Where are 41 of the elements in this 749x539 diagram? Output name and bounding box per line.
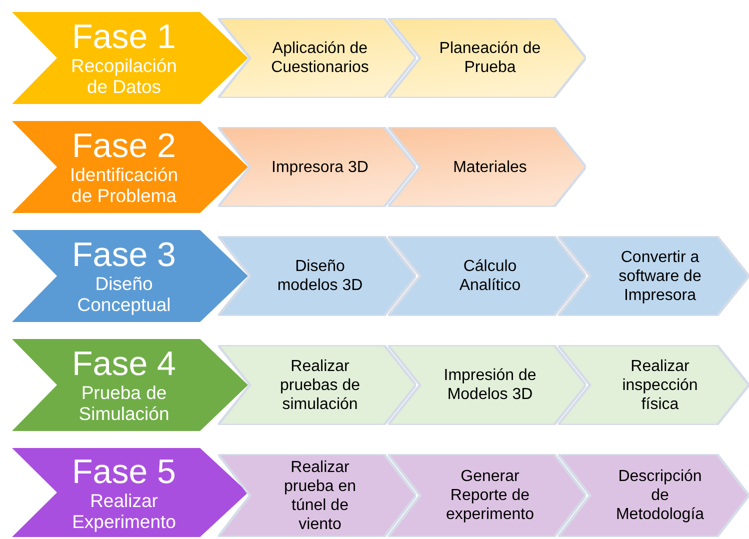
process-step (388, 345, 586, 425)
process-step (388, 18, 586, 98)
phase-banner (12, 230, 248, 322)
step-label: Cálculo Analítico (458, 257, 522, 295)
process-step (218, 236, 416, 316)
process-step (558, 454, 749, 537)
phase-number: Fase 3 (72, 237, 176, 273)
step-label: Diseño modelos 3D (276, 257, 364, 295)
step-label: Realizar prueba en túnel de viento (282, 458, 358, 534)
phase-number: Fase 5 (72, 454, 176, 490)
phase-banner (12, 121, 248, 213)
step-label: Planeación de Prueba (439, 39, 541, 77)
process-step (218, 454, 416, 537)
process-step (388, 454, 586, 537)
process-step (388, 127, 586, 207)
step-label: Descripción de Metodología (614, 467, 706, 524)
phase-title: Recopilación de Datos (70, 55, 178, 97)
step-label: Realizar inspección física (621, 356, 699, 414)
phase-banner (12, 12, 248, 104)
process-step (218, 345, 416, 425)
process-step (388, 236, 586, 316)
process-step (558, 345, 749, 425)
step-label: Impresora 3D (272, 158, 368, 176)
process-step (558, 236, 749, 316)
phase-banner (12, 339, 248, 431)
process-step (218, 127, 416, 207)
phase-title: Prueba de Simulación (78, 382, 170, 424)
step-label: Impresión de Modelos 3D (442, 366, 538, 404)
phase-title: Diseño Conceptual (76, 273, 172, 315)
phase-title: Identificación de Problema (69, 164, 179, 206)
step-label: Realizar pruebas de simulación (278, 356, 362, 414)
phase-title: Realizar Experimento (71, 490, 177, 532)
step-label: Materiales (453, 158, 527, 176)
phase-number: Fase 1 (72, 19, 176, 55)
phase-number: Fase 4 (72, 346, 176, 382)
step-label: Generar Reporte de experimento (444, 467, 536, 524)
phase-number: Fase 2 (72, 128, 176, 164)
process-step (218, 18, 416, 98)
step-label: Convertir a software de Impresora (618, 248, 702, 304)
step-label: Aplicación de Cuestionarios (270, 39, 370, 77)
phase-banner (12, 448, 248, 537)
